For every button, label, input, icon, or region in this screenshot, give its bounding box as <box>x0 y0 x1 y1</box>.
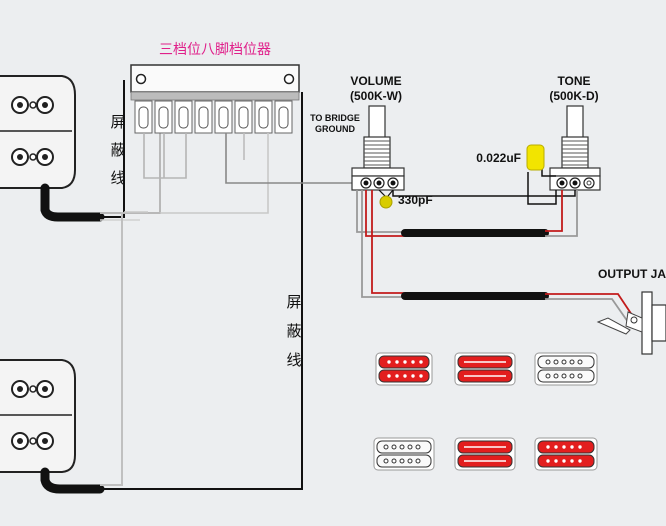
volume-cap-label: 330pF <box>398 193 433 207</box>
svg-text:线: 线 <box>286 351 301 369</box>
svg-text:屏: 屏 <box>286 293 301 311</box>
output-wiring <box>356 190 633 323</box>
tone-cap-label: 0.022uF <box>476 151 521 165</box>
legend-pickup-red-split-bottom <box>534 437 598 471</box>
svg-text:(500K-W): (500K-W) <box>350 89 402 103</box>
svg-text:蔽: 蔽 <box>110 141 125 159</box>
volume-label: VOLUME (500K-W) <box>350 74 402 103</box>
legend-pickup-red-rail-2 <box>454 437 516 471</box>
legend-pickup-white <box>534 352 598 386</box>
output-jack-label: OUTPUT JA <box>598 267 666 281</box>
output-jack: OUTPUT JA <box>596 267 666 355</box>
bridge-ground-label: TO BRIDGE GROUND <box>310 113 360 134</box>
tone-capacitor: 0.022uF <box>476 144 557 205</box>
tone-pot <box>549 105 601 191</box>
svg-text:TO BRIDGE: TO BRIDGE <box>310 113 360 123</box>
volume-capacitor: 330pF <box>378 189 433 209</box>
svg-text:蔽: 蔽 <box>286 322 301 340</box>
pickup-legend <box>373 352 598 471</box>
legend-pickup-red-rail <box>454 352 516 386</box>
volume-pot <box>351 105 405 191</box>
legend-pickup-white-2 <box>373 437 435 471</box>
svg-text:(500K-D): (500K-D) <box>549 89 598 103</box>
three-way-switch: 三档位八脚档位器 <box>130 42 300 134</box>
svg-text:GROUND: GROUND <box>315 124 355 134</box>
svg-text:屏: 屏 <box>110 113 125 131</box>
neck-humbucker-pickup <box>0 75 76 189</box>
svg-text:线: 线 <box>110 169 125 187</box>
legend-pickup-red-split-top <box>375 352 433 386</box>
switch-lugs <box>134 100 293 134</box>
bridge-humbucker-pickup <box>0 359 76 473</box>
svg-text:VOLUME: VOLUME <box>350 74 401 88</box>
tone-label: TONE (500K-D) <box>549 74 598 103</box>
shield-label-left: 屏 蔽 线 <box>110 113 125 187</box>
bridge-pickup-cable <box>40 92 303 494</box>
switch-wiring <box>124 133 365 214</box>
shield-label-right: 屏 蔽 线 <box>286 293 301 369</box>
switch-title: 三档位八脚档位器 <box>159 42 271 58</box>
svg-text:TONE: TONE <box>557 74 590 88</box>
